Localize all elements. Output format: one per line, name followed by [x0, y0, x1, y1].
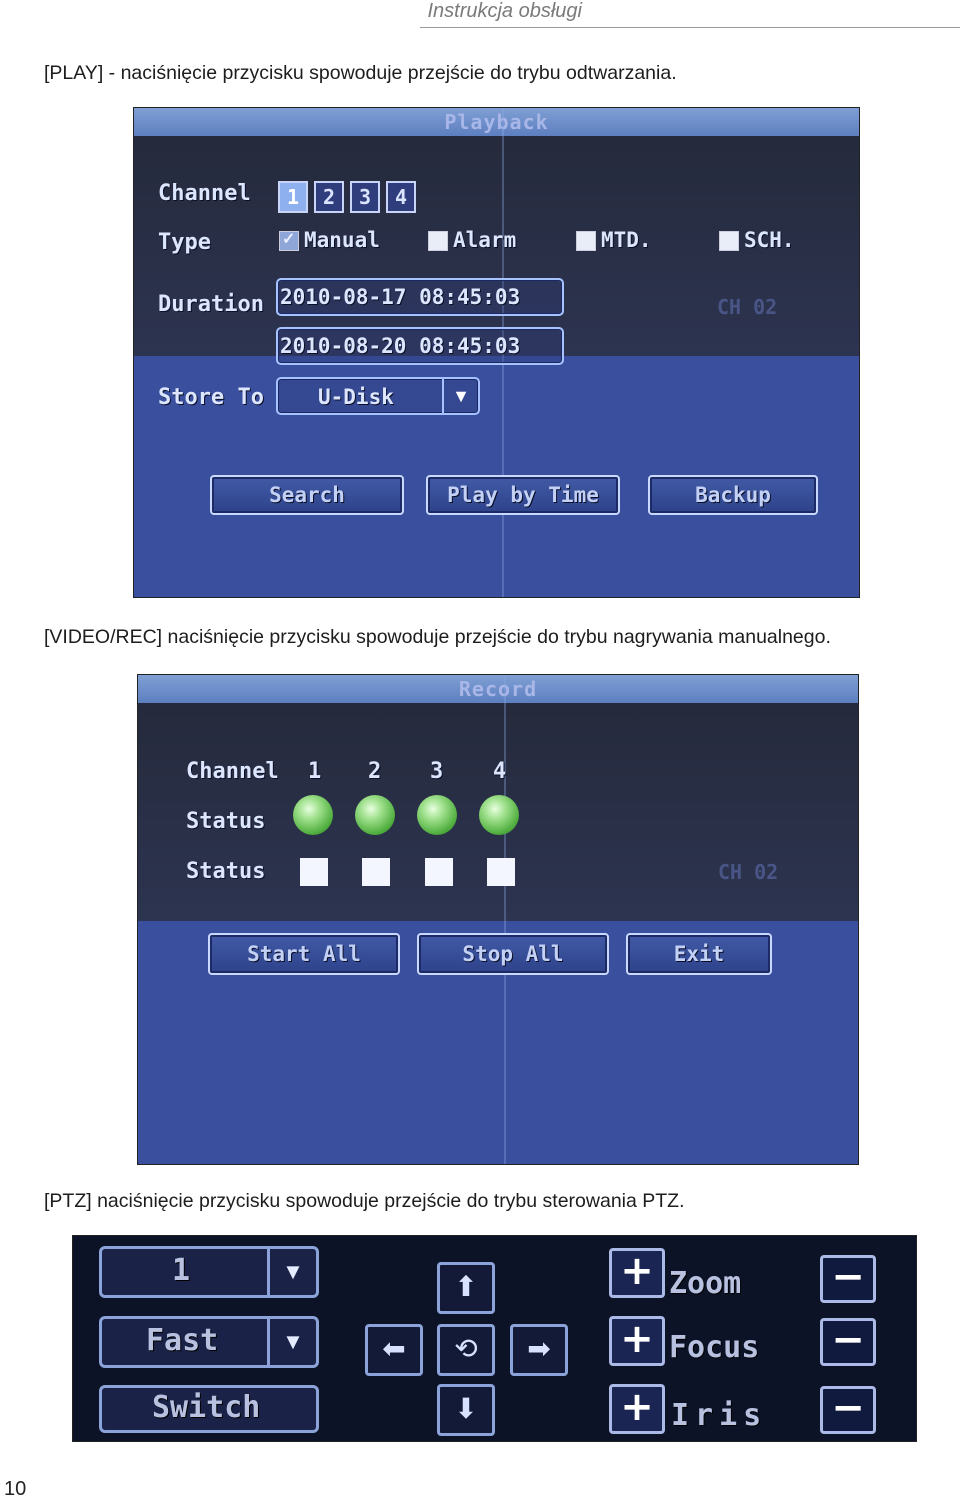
- record-channel-label: Channel: [186, 759, 279, 784]
- status-label: Status: [186, 809, 266, 834]
- zoom-minus-button[interactable]: −: [820, 1255, 876, 1303]
- backup-button[interactable]: Backup: [648, 475, 818, 515]
- iris-minus-button[interactable]: −: [820, 1386, 876, 1434]
- focus-plus-button[interactable]: +: [609, 1316, 665, 1366]
- ptz-screenshot: 1 ▼ Fast ▼ Switch ⬆ ⬅ ⟲ ➡ ⬇ + Zoom − + F…: [72, 1235, 917, 1442]
- channel-3-record-checkbox[interactable]: [425, 858, 453, 886]
- channel-2-record-checkbox[interactable]: [362, 858, 390, 886]
- paragraph-play: [PLAY] - naciśnięcie przycisku spowoduje…: [44, 62, 677, 84]
- arrow-up-icon[interactable]: ⬆: [437, 1262, 495, 1314]
- auto-rotate-icon[interactable]: ⟲: [437, 1324, 495, 1376]
- record-title-bar: [138, 675, 858, 703]
- channel-2-status-led: [355, 795, 395, 835]
- channel-2-button[interactable]: 2: [314, 181, 344, 213]
- mtd-checkbox[interactable]: [576, 231, 596, 251]
- ptz-switch-label: Switch: [152, 1390, 261, 1425]
- ptz-speed-value: Fast: [146, 1323, 219, 1358]
- status2-label: Status: [186, 859, 266, 884]
- duration-from-field[interactable]: 2010-08-17 08:45:03: [276, 278, 564, 316]
- duration-to-field[interactable]: 2010-08-20 08:45:03: [276, 327, 564, 365]
- zoom-plus-button[interactable]: +: [609, 1248, 665, 1298]
- alarm-label: Alarm: [453, 228, 517, 252]
- arrow-left-icon[interactable]: ⬅: [365, 1324, 423, 1376]
- channel-4-status-led: [479, 795, 519, 835]
- start-all-button[interactable]: Start All: [208, 933, 400, 975]
- channel-1-record-checkbox[interactable]: [300, 858, 328, 886]
- focus-minus-button[interactable]: −: [820, 1318, 876, 1366]
- duration-label: Duration: [158, 292, 264, 317]
- alarm-checkbox[interactable]: [428, 231, 448, 251]
- chevron-down-icon: ▼: [267, 1249, 316, 1295]
- playback-title-bar: [134, 108, 859, 136]
- record-title: Record: [458, 677, 538, 701]
- ptz-channel-value: 1: [172, 1253, 191, 1288]
- screen-split-line: [502, 108, 504, 597]
- playback-title: Playback: [444, 110, 549, 134]
- focus-label: Focus: [669, 1330, 760, 1365]
- channel-1-button[interactable]: 1: [278, 181, 308, 213]
- record-channel-2: 2: [368, 759, 382, 784]
- iris-plus-button[interactable]: +: [609, 1384, 665, 1434]
- exit-button[interactable]: Exit: [626, 933, 772, 975]
- ptz-switch-button[interactable]: Switch: [99, 1385, 319, 1433]
- chevron-down-icon: ▼: [267, 1319, 316, 1365]
- store-to-value: U-Disk: [318, 385, 394, 409]
- paragraph-ptz: [PTZ] naciśnięcie przycisku spowoduje pr…: [44, 1190, 685, 1212]
- page-header: Instrukcja obsługi: [0, 0, 960, 28]
- ptz-speed-select[interactable]: Fast ▼: [99, 1316, 319, 1368]
- mtd-label: MTD.: [601, 228, 652, 252]
- store-to-select[interactable]: U-Disk ▼: [276, 377, 480, 415]
- record-channel-4: 4: [493, 759, 507, 784]
- channel-3-button[interactable]: 3: [350, 181, 380, 213]
- manual-label: Manual: [304, 228, 380, 252]
- channel-3-status-led: [417, 795, 457, 835]
- channel-1-status-led: [293, 795, 333, 835]
- paragraph-record: [VIDEO/REC] naciśnięcie przycisku spowod…: [44, 626, 831, 648]
- header-rule: [420, 27, 960, 28]
- arrow-down-icon[interactable]: ⬇: [437, 1384, 495, 1436]
- zoom-label: Zoom: [669, 1266, 742, 1301]
- sch-checkbox[interactable]: [719, 231, 739, 251]
- channel-overlay: CH 02: [717, 295, 778, 319]
- channel-label: Channel: [158, 181, 251, 206]
- record-channel-3: 3: [430, 759, 444, 784]
- play-by-time-button[interactable]: Play by Time: [426, 475, 620, 515]
- iris-label: Iris: [671, 1398, 768, 1433]
- screen-split-line: [504, 675, 506, 1164]
- record-channel-overlay: CH 02: [718, 860, 779, 884]
- header-title: Instrukcja obsługi: [427, 0, 582, 22]
- record-screenshot: Record Channel 1 2 3 4 Status Status CH …: [137, 674, 859, 1165]
- sch-label: SCH.: [744, 228, 795, 252]
- page-number: 10: [4, 1478, 27, 1500]
- arrow-right-icon[interactable]: ➡: [510, 1324, 568, 1376]
- record-channel-1: 1: [308, 759, 322, 784]
- ptz-channel-select[interactable]: 1 ▼: [99, 1246, 319, 1298]
- channel-4-record-checkbox[interactable]: [487, 858, 515, 886]
- stop-all-button[interactable]: Stop All: [417, 933, 609, 975]
- duration-to-value: 2010-08-20 08:45:03: [280, 334, 521, 358]
- chevron-down-icon: ▼: [442, 379, 478, 413]
- duration-from-value: 2010-08-17 08:45:03: [280, 285, 521, 309]
- playback-screenshot: Playback Channel 1 2 3 4 Type Manual Ala…: [133, 107, 860, 598]
- store-to-label: Store To: [158, 385, 264, 410]
- search-button[interactable]: Search: [210, 475, 404, 515]
- type-label: Type: [158, 230, 211, 255]
- channel-4-button[interactable]: 4: [386, 181, 416, 213]
- manual-checkbox[interactable]: [279, 229, 299, 251]
